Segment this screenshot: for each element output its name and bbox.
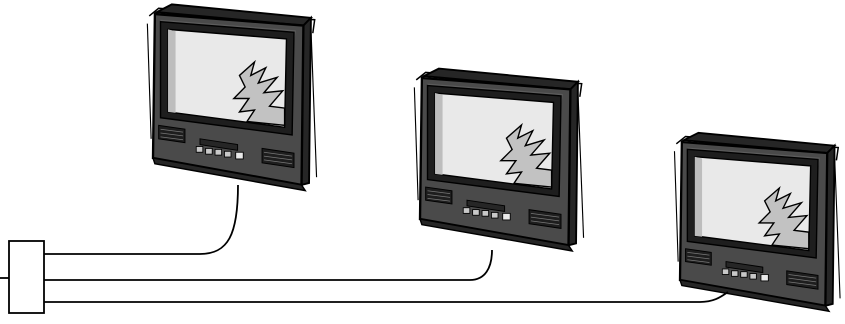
cable-to-tv-1 (44, 185, 238, 254)
tv-1 (147, 4, 316, 190)
tv-2 (414, 69, 583, 251)
cable-to-tv-3 (44, 292, 728, 302)
tv-3 (674, 133, 840, 311)
signal-splitter (9, 241, 44, 313)
